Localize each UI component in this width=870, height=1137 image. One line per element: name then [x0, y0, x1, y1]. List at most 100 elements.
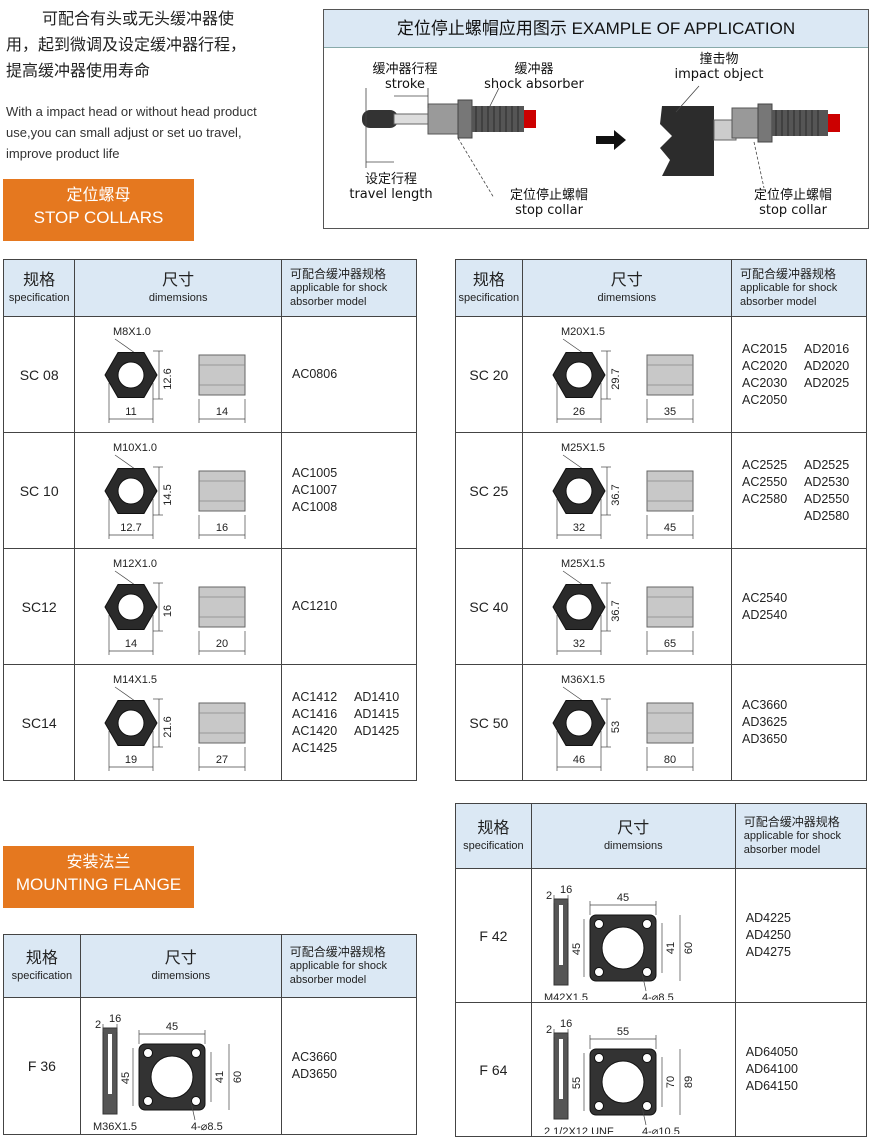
spec-code: SC14 — [2, 664, 76, 781]
shock-cn: 缓冲器 — [514, 62, 554, 77]
width-label: 12.7 — [121, 522, 142, 534]
intro-en-line: improve product life — [6, 146, 120, 161]
model-row: AC2050 — [742, 392, 866, 409]
height-label: 12.6 — [162, 368, 174, 389]
model-code: AC1008 — [291, 500, 338, 514]
spec-code: F 64 — [455, 1002, 532, 1137]
header-dim-en: dimemsions — [597, 292, 657, 304]
spec-code: SC 10 — [2, 432, 76, 549]
model-code: AD1425 — [353, 723, 400, 738]
collar-side-view — [646, 586, 694, 627]
model-code: AD2550 — [803, 491, 850, 506]
header-app-en2: absorber model — [743, 844, 821, 856]
width-label: 55 — [617, 1026, 629, 1038]
header-app-en2: absorber model — [739, 296, 817, 308]
stroke-label: 缓冲器行程 stroke — [360, 62, 450, 92]
stop-collars-en: STOP COLLARS — [33, 208, 164, 227]
length-label: 20 — [216, 638, 228, 650]
thread-label: M42X1.5 — [544, 992, 588, 1000]
header-spec-cn: 规格 — [23, 272, 56, 289]
header-spec-cn: 规格 — [477, 820, 510, 837]
model-code: AC0806 — [291, 367, 338, 381]
travel-en: travel length — [349, 187, 433, 202]
impact-en: impact object — [674, 67, 764, 82]
thread-label: M14X1.5 — [113, 674, 157, 686]
thread-label: M8X1.0 — [113, 326, 151, 338]
width-label: 45 — [617, 892, 629, 904]
model-row: AC1005 — [292, 465, 416, 482]
model-row: AC0806 — [292, 366, 416, 383]
stop-collar-label: 定位停止螺帽 stop collar — [494, 188, 604, 218]
model-code: AC1425 — [291, 740, 338, 755]
applicable-models: AC1210 — [280, 548, 418, 665]
header-app-en2: absorber model — [289, 296, 367, 308]
spec-code: SC 50 — [455, 664, 523, 781]
model-code: AC2580 — [741, 491, 788, 506]
length-label: 45 — [664, 522, 676, 534]
stop-collars-cn: 定位螺母 — [66, 187, 131, 204]
stroke-cn: 缓冲器行程 — [372, 62, 438, 77]
height-label: 14.5 — [162, 484, 174, 505]
thickness-label: 16 — [560, 1018, 572, 1030]
model-code: AD4275 — [745, 945, 791, 959]
thickness-label: 16 — [560, 884, 572, 896]
spec-code: SC12 — [2, 548, 76, 665]
thread-label: M25X1.5 — [561, 558, 605, 570]
outer-dim-label: 60 — [683, 942, 695, 954]
impact-object-label: 撞击物 impact object — [664, 52, 774, 82]
length-label: 27 — [216, 754, 228, 766]
spec-code: SC 08 — [2, 316, 76, 433]
travel-length-label: 设定行程 travel length — [336, 172, 446, 202]
model-code — [804, 392, 866, 409]
length-label: 35 — [664, 406, 676, 418]
collar-side-view — [198, 586, 246, 627]
model-code: AD2025 — [803, 375, 850, 390]
model-row: AC1210 — [292, 598, 416, 615]
header-app-en2: absorber model — [289, 974, 367, 986]
width-label: 14 — [125, 638, 137, 650]
collar2-en: stop collar — [759, 203, 827, 218]
model-code: AD4250 — [745, 928, 791, 942]
collar-side-view — [198, 354, 246, 395]
application-figure: 定位停止螺帽应用图示 EXAMPLE OF APPLICATION — [323, 9, 869, 229]
model-code — [354, 740, 416, 757]
header-app-en1: applicable for shock — [289, 282, 388, 294]
header-dim-en: dimemsions — [151, 970, 211, 982]
stop-collars-banner: 定位螺母 STOP COLLARS — [3, 179, 194, 241]
intro-cn-line: 提高缓冲器使用寿命 — [6, 61, 151, 80]
width-label: 19 — [125, 754, 137, 766]
header-dim-cn: 尺寸 — [164, 950, 197, 967]
width-label: 32 — [573, 638, 585, 650]
length-label: 14 — [216, 406, 228, 418]
collar2-cn: 定位停止螺帽 — [753, 188, 832, 203]
intro-english: With a impact head or without head produ… — [6, 101, 306, 164]
thread-label: M20X1.5 — [561, 326, 605, 338]
model-row: AD4275 — [746, 944, 866, 961]
model-code: AC1420 — [291, 723, 338, 738]
model-row: AD2540 — [742, 607, 866, 624]
